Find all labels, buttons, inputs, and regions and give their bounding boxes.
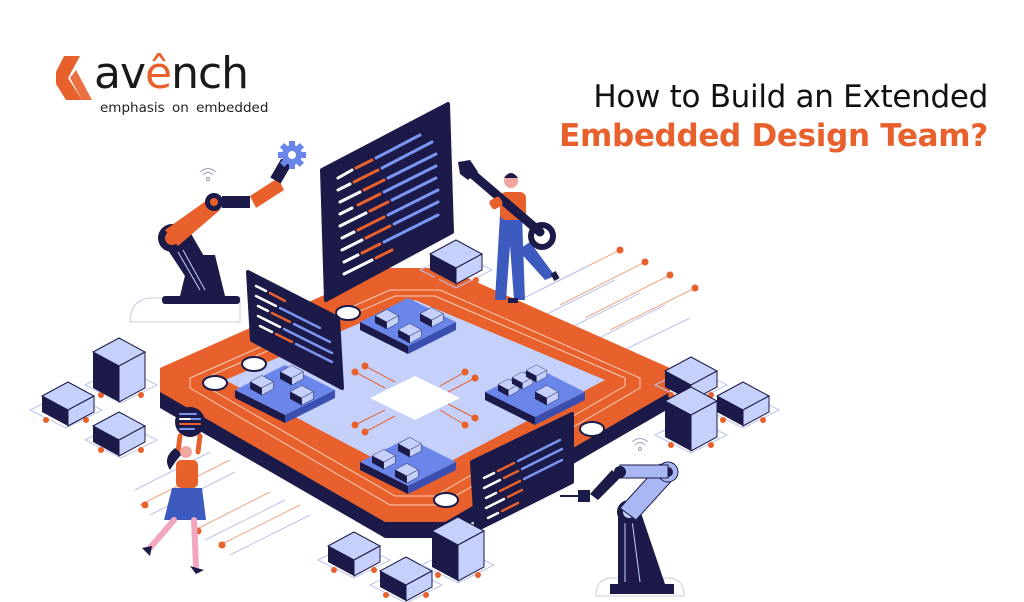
chip-left	[235, 365, 335, 423]
wrench-icon	[458, 160, 556, 250]
brand-name-accent: ê	[145, 48, 172, 99]
logo-k-mark-icon	[56, 56, 92, 100]
wifi-icon	[199, 168, 217, 181]
code-screen-large	[320, 102, 454, 302]
brand-name-prefix: av	[94, 48, 146, 99]
gear-icon	[278, 141, 306, 169]
circuit-traces-right	[519, 246, 699, 353]
code-screen-left	[246, 270, 344, 390]
brand-name: avênch	[94, 46, 249, 102]
engineer-man-with-wrench	[458, 160, 560, 303]
chip-right	[485, 364, 585, 425]
chip-bottom	[360, 437, 456, 494]
robot-arm-right	[560, 438, 685, 597]
brand-tagline: emphasis on embedded	[100, 100, 269, 116]
brand-logo: avênch emphasis on embedded	[52, 48, 282, 120]
chip-top	[360, 298, 456, 354]
code-screen-right	[470, 412, 574, 532]
headline-line1: How to Build an Extended	[593, 79, 988, 115]
brand-name-suffix: nch	[171, 48, 249, 99]
robot-arm-left	[129, 141, 306, 323]
headline-line2: Embedded Design Team?	[559, 118, 988, 154]
engineer-woman-with-screen	[142, 407, 206, 574]
page-headline: How to Build an Extended Embedded Design…	[559, 78, 988, 156]
wifi-icon-right	[631, 438, 649, 451]
